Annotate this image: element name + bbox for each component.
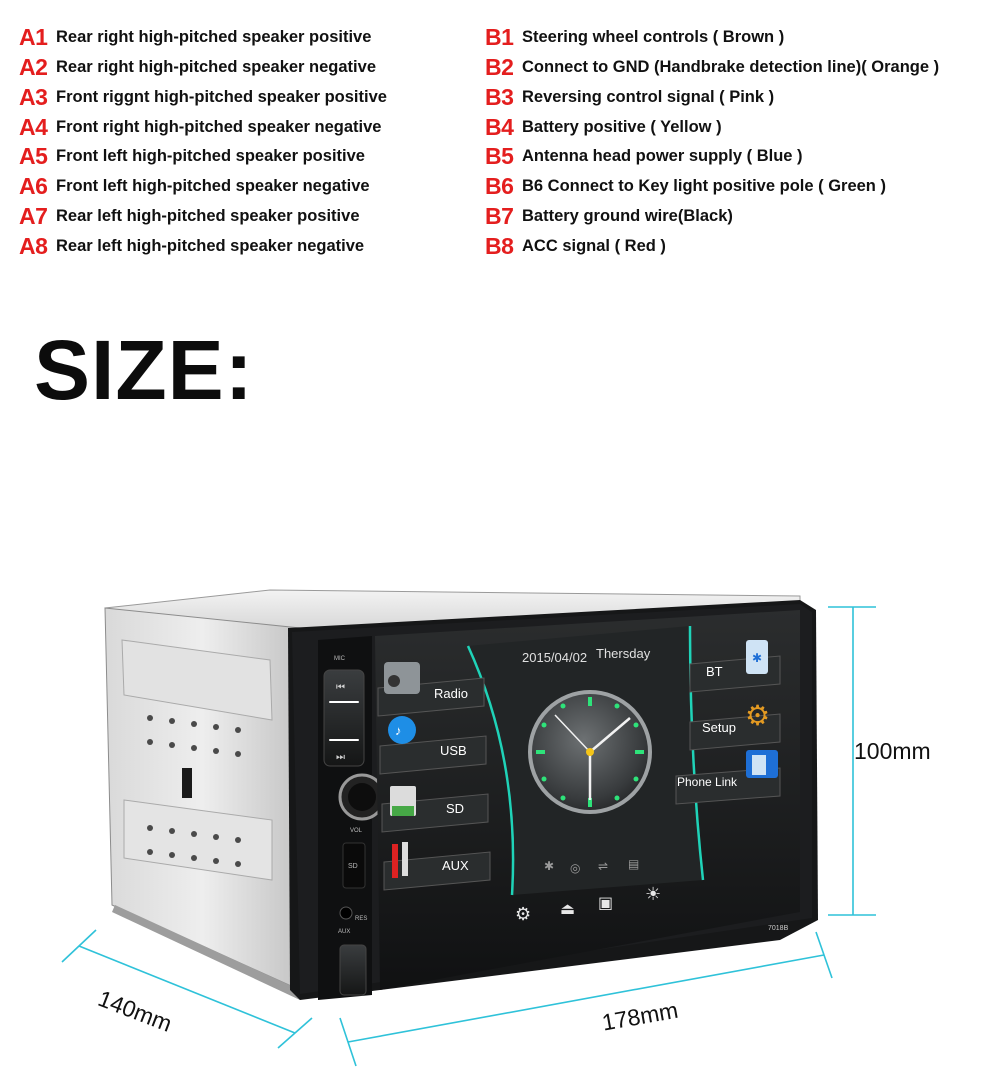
menu-sd[interactable]: SD <box>381 786 489 833</box>
brightness-icon[interactable]: ☀ <box>645 884 661 904</box>
pin-code: B8 <box>485 232 514 259</box>
pin-desc: Front right high-pitched speaker negativ… <box>56 117 382 136</box>
pin-desc: Rear right high-pitched speaker negative <box>56 57 376 76</box>
menu-radio[interactable]: Radio <box>377 662 485 717</box>
aux-jack <box>339 906 353 920</box>
menu-usb[interactable]: ♪ USB <box>379 716 487 775</box>
menu-label: Phone Link <box>677 775 738 789</box>
menu-bt[interactable]: ✱ BT <box>689 640 781 693</box>
pin-desc: Rear left high-pitched speaker positive <box>56 206 360 225</box>
pin-desc: Steering wheel controls ( Brown ) <box>522 27 785 46</box>
pin-desc: Front left high-pitched speaker negative <box>56 176 370 195</box>
svg-text:♪: ♪ <box>395 723 402 738</box>
settings-icon[interactable]: ⚙ <box>515 904 531 924</box>
pin-desc: Rear left high-pitched speaker negative <box>56 236 365 255</box>
day-text: Thersday <box>596 646 651 661</box>
vol-label: VOL <box>350 828 363 834</box>
menu-setup[interactable]: ⚙ Setup <box>689 700 781 751</box>
usb-icon: ⇌ <box>598 859 608 873</box>
pin-a2: A2 Rear right high-pitched speaker negati… <box>19 52 376 82</box>
pin-a4: A4 Front right high-pitched speaker negat… <box>19 112 381 142</box>
pin-a6: A6 Front left high-pitched speaker negati… <box>19 171 370 201</box>
pin-code: B3 <box>485 83 514 110</box>
date-text: 2015/04/02 <box>522 650 587 665</box>
pin-code: B6 <box>485 172 514 199</box>
pin-code: B5 <box>485 142 514 169</box>
svg-text:✱: ✱ <box>752 651 762 665</box>
pin-code: A1 <box>19 23 48 50</box>
pin-code: A8 <box>19 232 48 259</box>
pin-desc: Front left high-pitched speaker positive <box>56 146 365 165</box>
model-label: 7018B <box>768 925 789 932</box>
menu-label: AUX <box>442 858 469 873</box>
pin-desc: Battery positive ( Yellow ) <box>522 117 722 136</box>
sd-icon: ▤ <box>628 857 639 871</box>
prev-track-icon: ⏮ <box>336 682 345 693</box>
res-label: RES <box>355 916 367 922</box>
next-track-icon: ⏭ <box>336 752 345 763</box>
dimension-height: 100mm <box>854 738 931 764</box>
pin-desc: Antenna head power supply ( Blue ) <box>522 146 803 165</box>
pin-b5: B5 Antenna head power supply ( Blue ) <box>485 141 803 171</box>
metal-chassis <box>104 589 801 1000</box>
menu-label: Radio <box>434 686 468 701</box>
pin-b3: B3 Reversing control signal ( Pink ) <box>485 82 774 112</box>
status-icons: ✱ ◎ ⇌ ▤ <box>544 857 639 875</box>
pin-a7: A7 Rear left high-pitched speaker positiv… <box>19 201 360 231</box>
pin-desc: ACC signal ( Red ) <box>522 236 666 255</box>
dimension-lines <box>61 606 876 1067</box>
pin-b6: B6 B6 Connect to Key light positive pole … <box>485 171 886 201</box>
size-heading: SIZE: <box>34 323 254 417</box>
pin-code: B4 <box>485 113 514 140</box>
pin-code: A7 <box>19 202 48 229</box>
left-control-strip: MIC ⏮ ⏭ VOL SD RES AUX <box>318 636 386 1000</box>
pin-b1: B1 Steering wheel controls ( Brown ) <box>485 22 784 52</box>
pin-b4: B4 Battery positive ( Yellow ) <box>485 112 722 142</box>
bottom-toolbar: ⚙ ⏏ ▣ ☀ <box>515 884 661 924</box>
usb-drive-icon <box>388 716 416 744</box>
left-menu: Radio ♪ USB SD AUX <box>377 662 491 891</box>
analog-clock <box>528 690 652 814</box>
pin-desc: B6 Connect to Key light positive pole ( … <box>522 176 886 195</box>
menu-phone-link[interactable]: Phone Link <box>675 750 781 805</box>
pin-desc: Connect to GND (Handbrake detection line… <box>522 57 940 76</box>
gallery-icon[interactable]: ▣ <box>598 895 613 912</box>
pin-code: A5 <box>19 142 48 169</box>
pin-desc: Front riggnt high-pitched speaker positi… <box>56 87 387 106</box>
pin-a8: A8 Rear left high-pitched speaker negativ… <box>19 231 364 261</box>
car-stereo-illustration: MIC ⏮ ⏭ VOL SD RES AUX 2015/04/02 Thersd… <box>61 589 876 1067</box>
gear-icon: ⚙ <box>745 700 770 731</box>
menu-aux[interactable]: AUX <box>383 842 491 891</box>
pin-a5: A5 Front left high-pitched speaker positi… <box>19 141 365 171</box>
pin-desc: Rear right high-pitched speaker positive <box>56 27 372 46</box>
pin-code: B7 <box>485 202 514 229</box>
aux-cable-icon <box>392 844 398 878</box>
menu-label: USB <box>440 743 467 758</box>
pin-b7: B7 Battery ground wire(Black) <box>485 201 733 231</box>
pin-desc: Battery ground wire(Black) <box>522 206 733 225</box>
menu-label: BT <box>706 664 723 679</box>
pin-b2: B2 Connect to GND (Handbrake detection li… <box>485 52 939 82</box>
pin-b8: B8 ACC signal ( Red ) <box>485 231 666 261</box>
menu-label: Setup <box>702 720 736 735</box>
phone-bluetooth-icon <box>746 640 768 674</box>
mic-label: MIC <box>334 656 346 662</box>
menu-label: SD <box>446 801 464 816</box>
pin-desc: Reversing control signal ( Pink ) <box>522 87 775 106</box>
sd-slot-label: SD <box>348 863 358 870</box>
pin-a3: A3 Front riggnt high-pitched speaker posi… <box>19 82 387 112</box>
pin-code: A2 <box>19 53 48 80</box>
aux-label: AUX <box>338 929 350 935</box>
eject-icon[interactable]: ⏏ <box>560 901 575 918</box>
pin-code: B2 <box>485 53 514 80</box>
disc-icon: ◎ <box>570 861 580 875</box>
pin-code: A3 <box>19 83 48 110</box>
bluetooth-icon: ✱ <box>544 859 554 873</box>
pin-code: A6 <box>19 172 48 199</box>
pin-a1: A1 Rear right high-pitched speaker positi… <box>19 22 371 52</box>
pin-code: A4 <box>19 113 48 140</box>
right-menu: ✱ BT ⚙ Setup Phone Link <box>675 640 781 805</box>
pin-code: B1 <box>485 23 514 50</box>
